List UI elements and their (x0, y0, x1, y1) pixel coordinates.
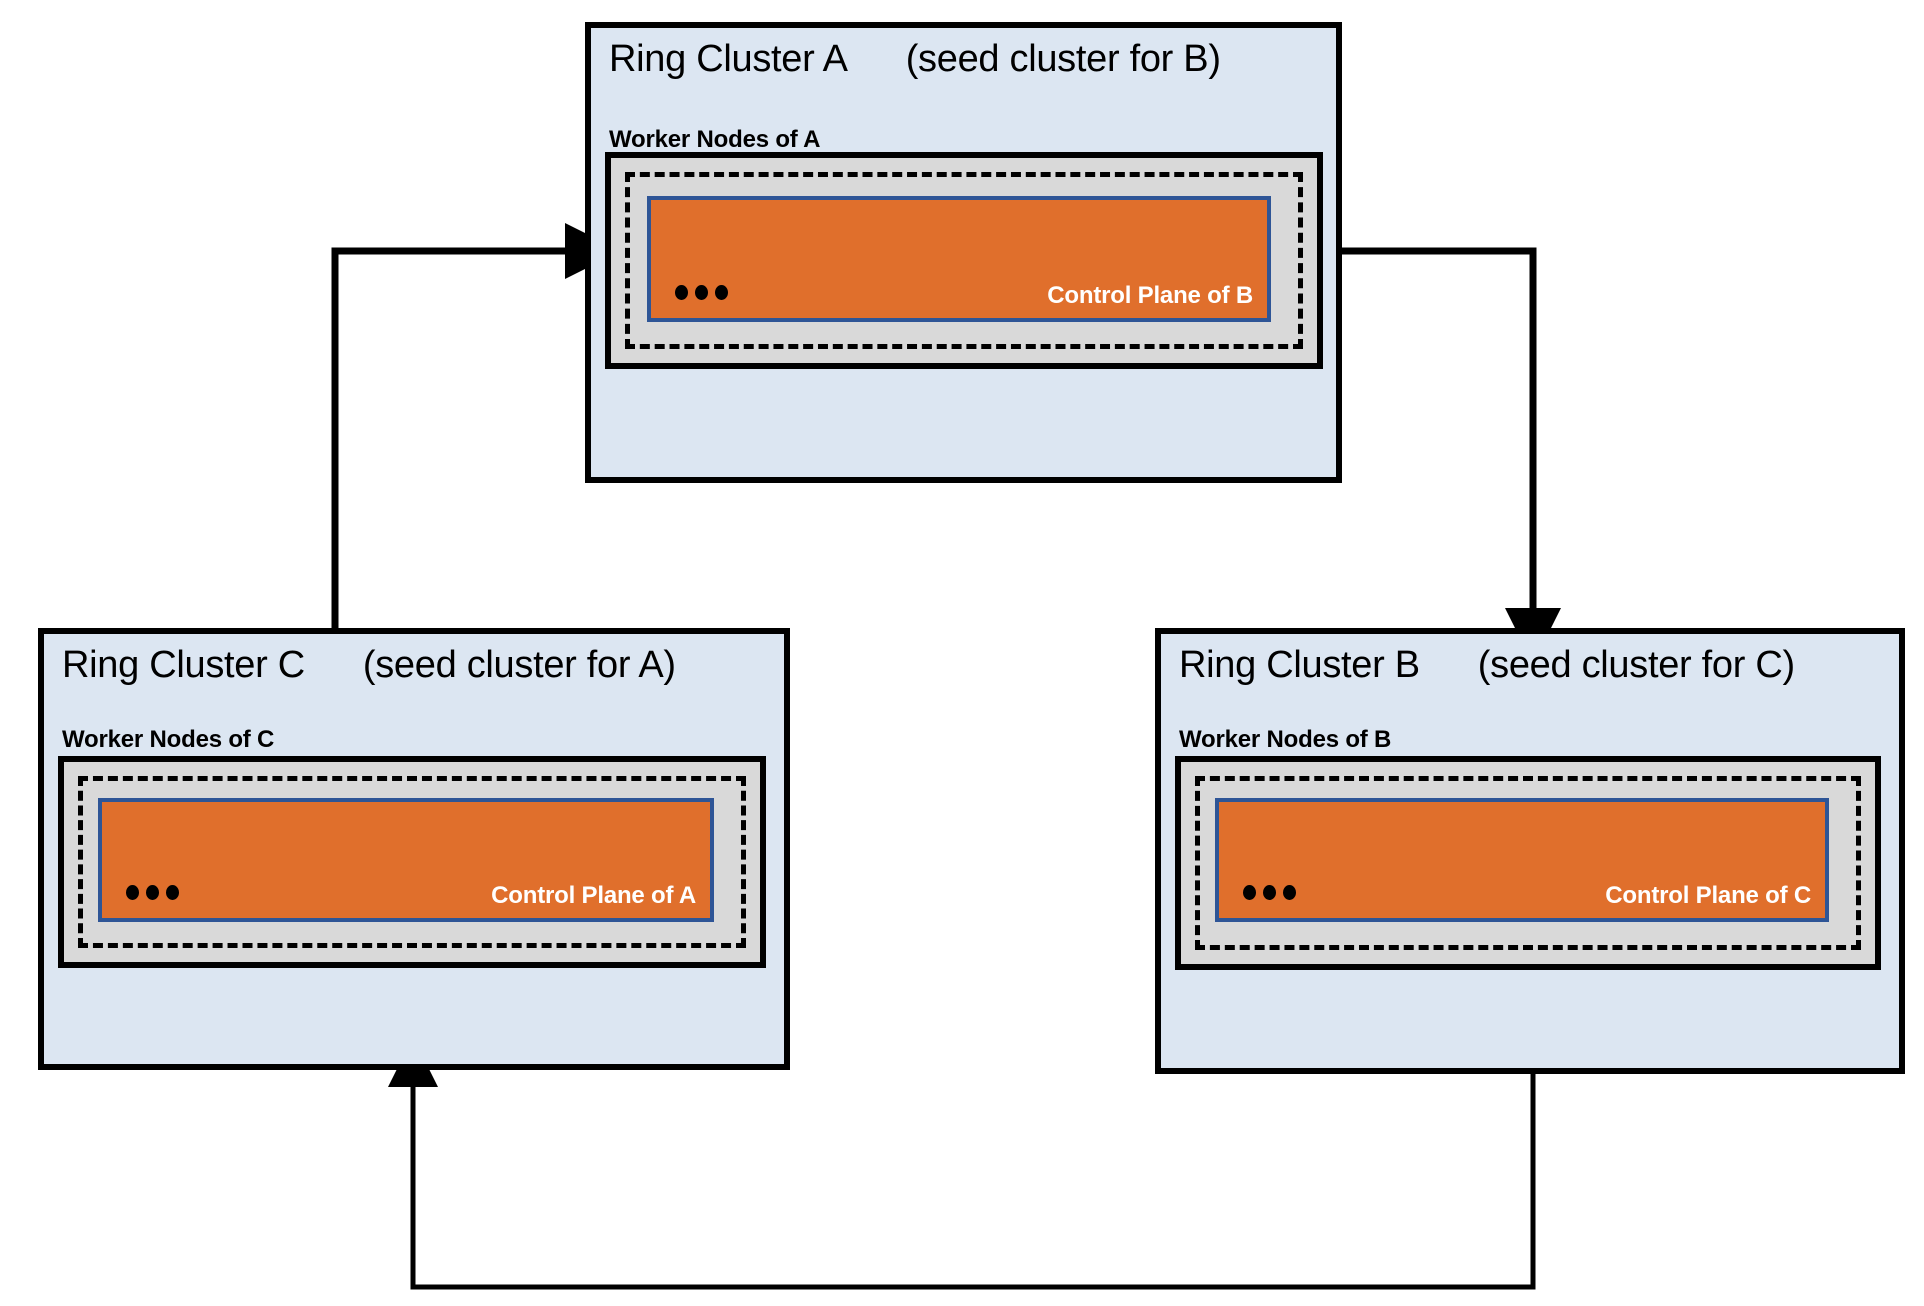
cluster-a-control-plane[interactable]: Control Plane of B (647, 196, 1271, 322)
cluster-a-node-boundary (625, 172, 1303, 349)
cluster-a-name: Ring Cluster A (609, 38, 848, 80)
cluster-a-title: Ring Cluster A (seed cluster for B) (609, 38, 1221, 81)
cluster-c-control-plane-label: Control Plane of A (491, 882, 696, 909)
cluster-b-worker-box[interactable]: Control Plane of C (1175, 756, 1881, 970)
cluster-c-control-plane[interactable]: Control Plane of A (98, 798, 714, 922)
cluster-c-title: Ring Cluster C (seed cluster for A) (62, 644, 676, 687)
cluster-b-control-plane[interactable]: Control Plane of C (1215, 798, 1829, 922)
cluster-b-seed-note: (seed cluster for C) (1477, 644, 1795, 686)
cluster-b-node-boundary (1195, 776, 1861, 950)
cluster-c-ellipsis-dots (126, 885, 179, 900)
cluster-a-seed-note: (seed cluster for B) (905, 38, 1221, 80)
cluster-b-name: Ring Cluster B (1179, 644, 1420, 686)
cluster-a[interactable]: Ring Cluster A (seed cluster for B) Worke… (585, 22, 1342, 483)
arrow-a-to-b (1342, 247, 1561, 664)
cluster-a-worker-label: Worker Nodes of A (609, 126, 821, 153)
cluster-c-seed-note: (seed cluster for A) (362, 644, 676, 686)
cluster-a-ellipsis-dots (675, 285, 728, 300)
cluster-c-worker-box[interactable]: Control Plane of A (58, 756, 766, 968)
cluster-c[interactable]: Ring Cluster C (seed cluster for A) Worke… (38, 628, 790, 1070)
cluster-b[interactable]: Ring Cluster B (seed cluster for C) Worke… (1155, 628, 1905, 1074)
cluster-a-worker-box[interactable]: Control Plane of B (605, 152, 1323, 369)
cluster-c-worker-label: Worker Nodes of C (62, 726, 275, 753)
cluster-c-name: Ring Cluster C (62, 644, 305, 686)
arrow-c-to-a (331, 223, 621, 628)
cluster-c-node-boundary (78, 776, 746, 948)
cluster-b-control-plane-label: Control Plane of C (1605, 882, 1811, 909)
cluster-a-control-plane-label: Control Plane of B (1047, 282, 1253, 309)
cluster-b-worker-label: Worker Nodes of B (1179, 726, 1392, 753)
cluster-b-title: Ring Cluster B (seed cluster for C) (1179, 644, 1795, 687)
arrow-b-to-c (388, 1037, 1536, 1290)
cluster-b-ellipsis-dots (1243, 885, 1296, 900)
